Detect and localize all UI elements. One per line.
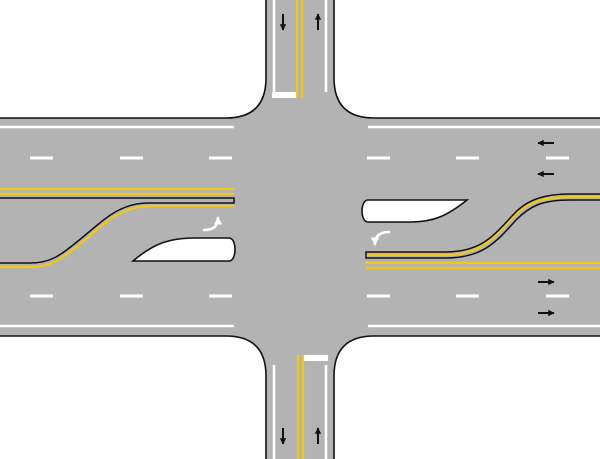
stop-bars — [272, 92, 328, 361]
west-median-island — [130, 237, 236, 262]
curb-se — [333, 335, 600, 459]
corner-fillet-nw — [226, 78, 266, 118]
turn-arrows — [202, 216, 391, 246]
curb-ne — [333, 0, 600, 119]
stop-bar-south — [303, 355, 328, 361]
north-south-roadway — [266, 0, 334, 459]
u-turn-arrow-icon — [202, 216, 223, 232]
lane-arrows — [279, 13, 555, 445]
lane-dashes — [30, 156, 569, 298]
corner-fillet-ne — [334, 78, 374, 118]
corner-fillet-sw — [226, 336, 266, 376]
u-turn-arrow-icon — [370, 230, 391, 246]
channelizing-outlines — [0, 193, 600, 264]
east-median-island — [361, 199, 470, 223]
curb-sw — [0, 335, 267, 459]
median-islands — [130, 199, 470, 262]
channelizing-curb-west — [0, 197, 235, 264]
corner-fillet-se — [334, 336, 374, 376]
stop-bar-north — [272, 92, 297, 98]
center-taper-west — [0, 204, 234, 269]
center-taper-east — [366, 195, 600, 257]
channelizing-curb-east — [365, 193, 600, 259]
curb-nw — [0, 0, 267, 119]
